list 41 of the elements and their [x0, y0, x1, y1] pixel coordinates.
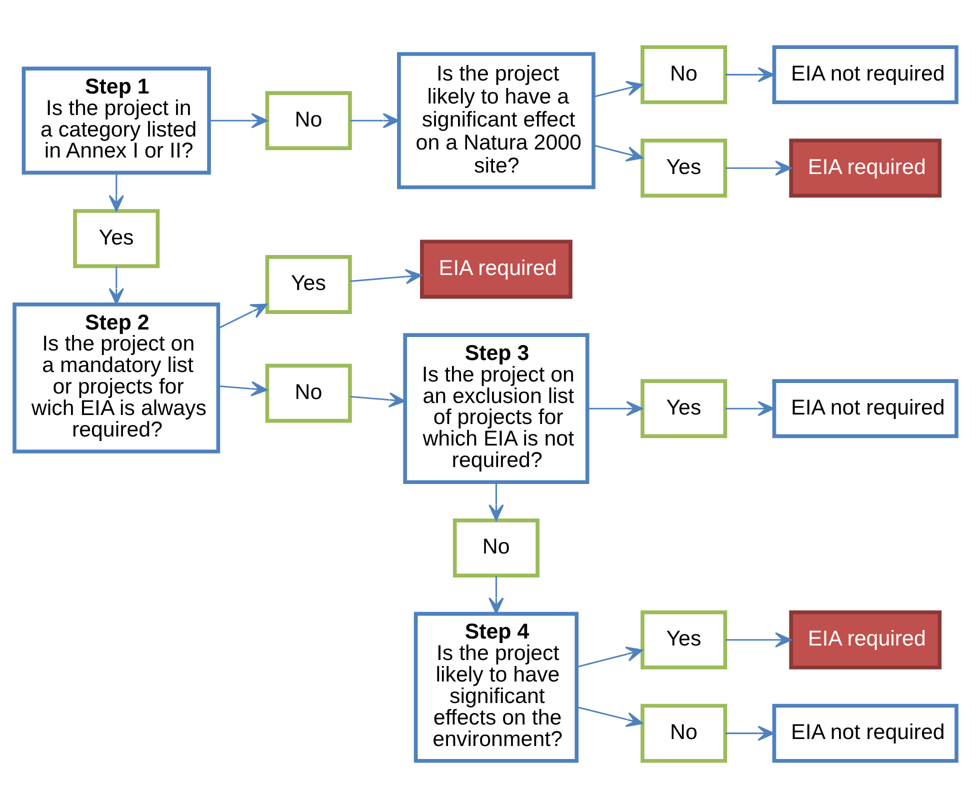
arrow — [588, 400, 643, 416]
node-box: EIA required — [789, 138, 942, 198]
arrow — [218, 381, 268, 396]
node-box: Yes — [640, 610, 728, 670]
node-box: No — [640, 704, 728, 763]
node-box: Step 4 Is the project likely to have significant effects on the environment? — [414, 612, 579, 763]
arrow — [594, 144, 644, 162]
arrow — [350, 392, 406, 408]
node-box: No — [265, 91, 352, 150]
arrow — [108, 172, 124, 212]
arrow — [350, 268, 422, 284]
node-box: Yes — [640, 379, 728, 438]
node-box: Yes — [640, 138, 728, 198]
arrow — [488, 576, 504, 614]
node-box: EIA required — [420, 240, 572, 299]
node-box: No — [452, 518, 540, 578]
arrow — [576, 646, 643, 668]
arrow — [218, 304, 268, 329]
arrow — [209, 113, 268, 128]
arrow — [725, 400, 774, 416]
arrow — [725, 160, 792, 176]
node-box: Yes — [265, 255, 352, 314]
node-box: EIA not required — [772, 379, 958, 438]
arrow — [576, 706, 643, 728]
node-box: EIA not required — [772, 704, 958, 763]
arrow — [488, 482, 504, 521]
arrow — [350, 113, 400, 128]
arrow — [108, 266, 124, 305]
node-box: Step 1 Is the project in a category listed in Annex I or II? — [22, 66, 211, 175]
node-box: Yes — [73, 209, 160, 268]
node-box: Is the project likely to have a significant effect on a Natura 2000 site? — [397, 52, 596, 190]
arrow — [594, 80, 644, 98]
arrow — [725, 726, 774, 741]
arrow — [725, 632, 792, 648]
arrow — [725, 67, 774, 82]
node-box: No — [265, 364, 352, 423]
node-box: EIA not required — [772, 45, 958, 104]
node-box: EIA required — [789, 610, 942, 670]
node-box: Step 3 Is the project on an exclusion list of projects for which EIA is not required? — [403, 333, 590, 484]
node-box: No — [640, 45, 728, 104]
node-box: Step 2 Is the project on a mandatory list or projects for wich EIA is always required? — [12, 302, 220, 454]
